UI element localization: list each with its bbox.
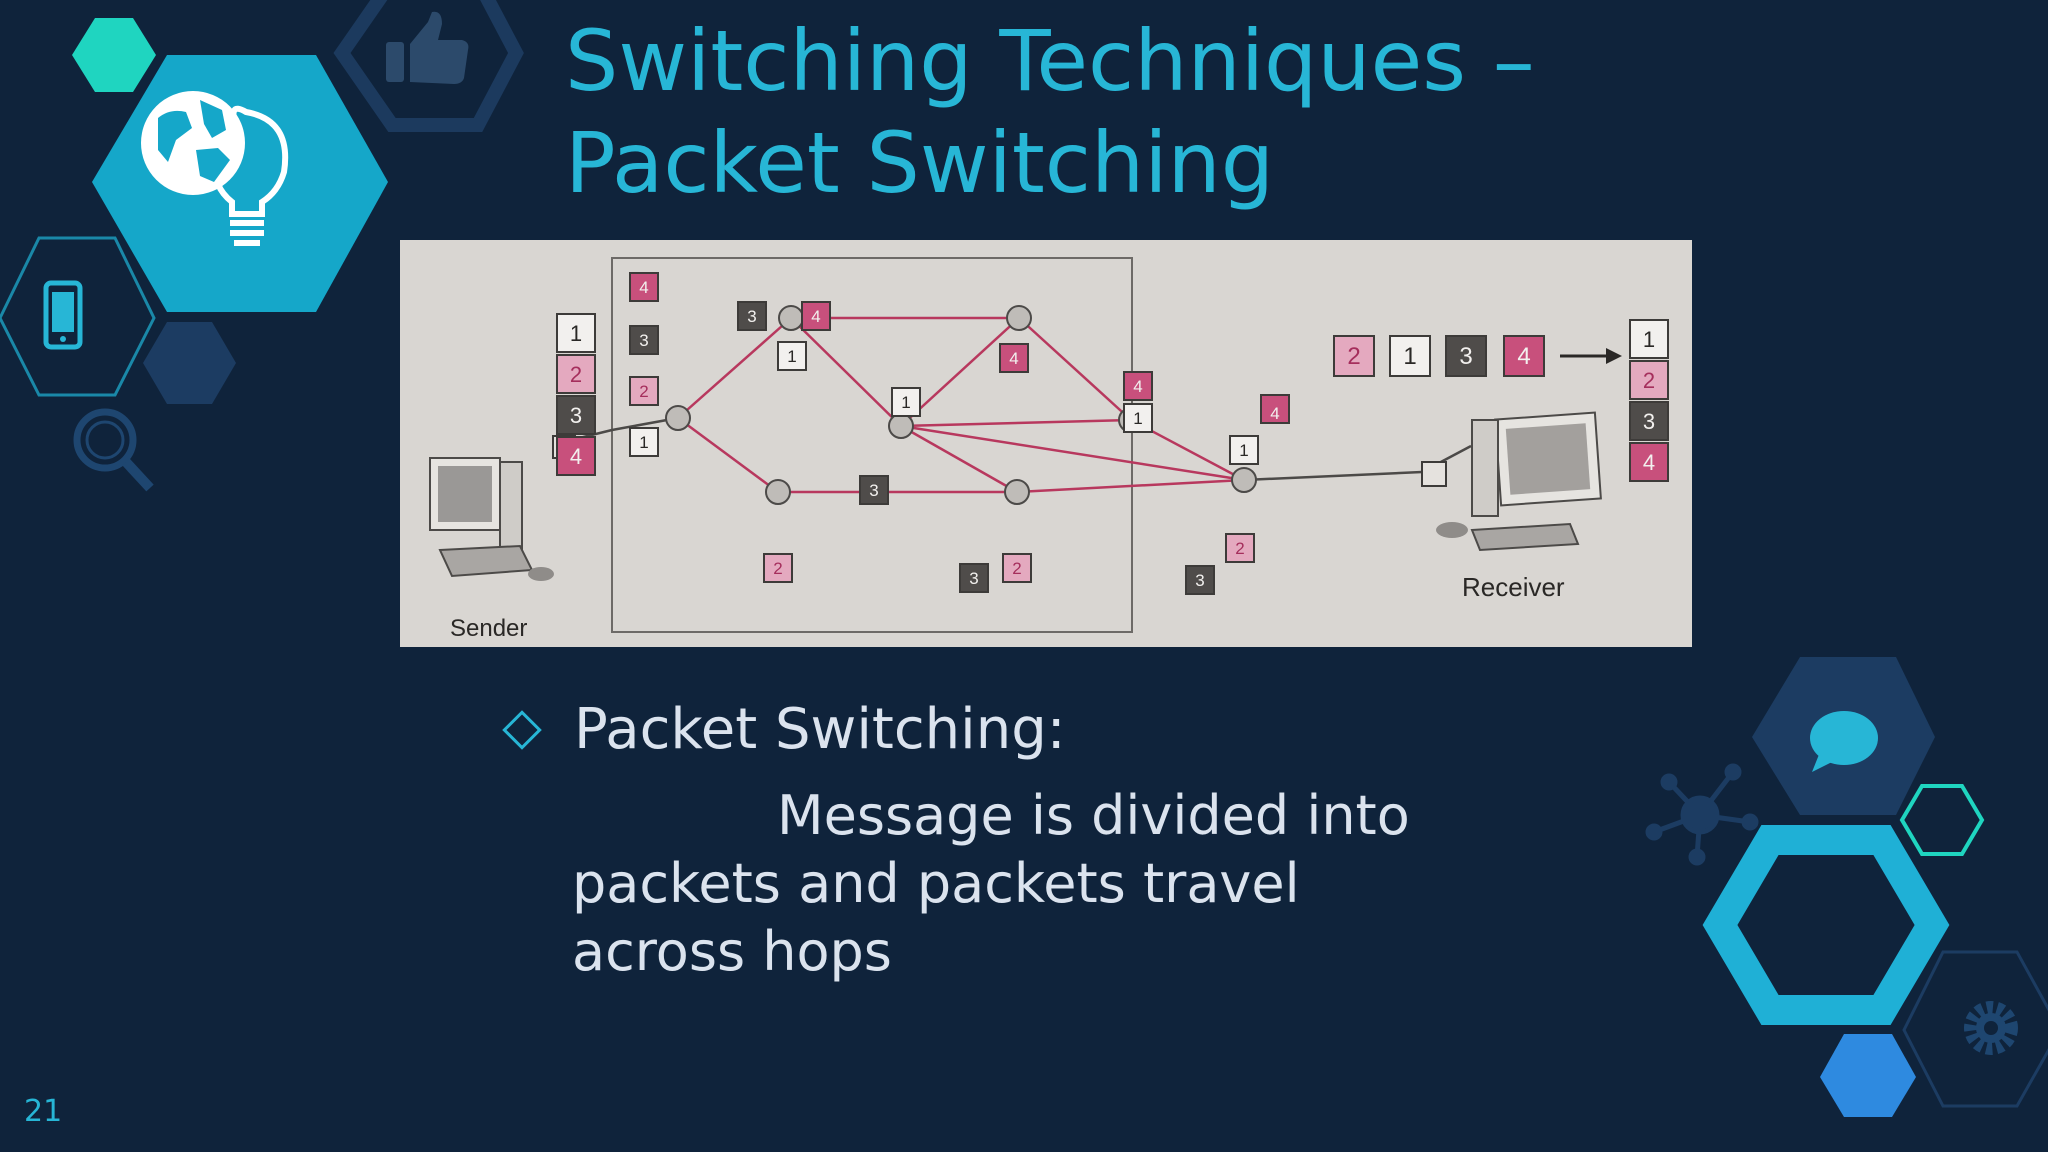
packet-in-transit: 3 — [1195, 571, 1204, 590]
title-line-2: Packet Switching — [565, 114, 1275, 212]
arriving-packet-2: 2 — [1347, 343, 1360, 370]
bullet-block: Packet Switching: Message is divided int… — [500, 700, 1420, 986]
packet-in-transit: 3 — [747, 307, 756, 326]
packet-in-transit: 1 — [1239, 441, 1248, 460]
in-transit-packets: 4 3 2 1 3 1 4 4 1 3 4 1 2 2 — [629, 272, 1290, 595]
hexagon-blue-bottom — [1820, 1034, 1916, 1117]
receiver-packet-stack: 1 2 3 4 — [1629, 319, 1669, 482]
arriving-packet-4: 4 — [1517, 343, 1530, 370]
packet-in-transit: 2 — [1012, 559, 1021, 578]
packet-in-transit: 3 — [869, 481, 878, 500]
diamond-bullet-icon — [502, 710, 542, 750]
chat-bubble-icon — [1810, 711, 1878, 772]
gear-icon — [1964, 1001, 2018, 1055]
receiver-label: Receiver — [1462, 572, 1565, 602]
reorder-arrowhead — [1606, 348, 1622, 364]
receiver-switch-box — [1421, 461, 1447, 487]
arriving-packets-row: 2 1 3 4 — [1333, 335, 1622, 377]
receiver-computer-icon — [1436, 411, 1602, 552]
title-line-1: Switching Techniques – — [565, 12, 1535, 110]
smartphone-icon — [43, 280, 83, 350]
arriving-packet-3: 3 — [1459, 343, 1472, 370]
hexagon-outline-left — [0, 236, 156, 397]
sender-label: Sender — [450, 615, 527, 642]
hexagon-outline-teal-small — [1899, 784, 1985, 856]
packet-in-transit: 1 — [901, 393, 910, 412]
packet-in-transit: 4 — [639, 278, 648, 297]
packet-in-transit: 2 — [773, 559, 782, 578]
receiver-packet-2: 2 — [1643, 368, 1655, 393]
packet-in-transit: 1 — [1133, 409, 1142, 428]
bullet-body: Message is divided into packets and pack… — [572, 784, 1410, 983]
packet-in-transit: 2 — [639, 382, 648, 401]
hexagon-large-gradient — [92, 55, 388, 312]
hexagon-thick-gradient — [1702, 825, 1950, 1025]
sender-packet-2: 2 — [570, 362, 582, 387]
sender-packet-3: 3 — [570, 403, 582, 428]
receiver-packet-4: 4 — [1643, 450, 1655, 475]
packet-in-transit: 1 — [787, 347, 796, 366]
packet-switching-diagram: Sender Receiver 1 2 3 4 4 3 2 1 3 1 — [400, 240, 1692, 647]
network-hub-icon — [1645, 763, 1759, 866]
packet-in-transit: 3 — [639, 331, 648, 350]
network-boundary — [611, 257, 1133, 633]
packet-in-transit: 4 — [1009, 349, 1018, 368]
slide-title: Switching Techniques – Packet Switching — [565, 10, 1765, 214]
packet-in-transit: 4 — [811, 307, 820, 326]
packet-in-transit: 1 — [639, 433, 648, 452]
globe-bulb-icon — [141, 91, 289, 246]
packet-in-transit: 4 — [1133, 377, 1142, 396]
packet-in-transit: 3 — [969, 569, 978, 588]
magnifier-icon — [73, 408, 154, 492]
sender-packet-4: 4 — [570, 444, 582, 469]
packet-in-transit: 2 — [1235, 539, 1244, 558]
page-number: 21 — [24, 1094, 63, 1129]
bullet-row: Packet Switching: — [500, 700, 1420, 760]
packet-in-transit: 4 — [1270, 404, 1279, 423]
receiver-packet-1: 1 — [1643, 327, 1655, 352]
hexagon-dark-left — [143, 322, 236, 404]
hexagon-small-teal — [72, 18, 156, 92]
hexagon-outline-dark-right — [1902, 950, 2048, 1108]
arriving-packet-1: 1 — [1403, 343, 1416, 370]
sender-packet-stack: 1 2 3 4 — [556, 313, 596, 476]
thumbs-up-icon — [386, 11, 469, 84]
sender-packet-1: 1 — [570, 321, 582, 346]
sender-computer-icon — [429, 457, 554, 581]
bullet-heading: Packet Switching: — [574, 697, 1066, 762]
hexagon-outline-top — [333, 0, 524, 132]
receiver-packet-3: 3 — [1643, 409, 1655, 434]
